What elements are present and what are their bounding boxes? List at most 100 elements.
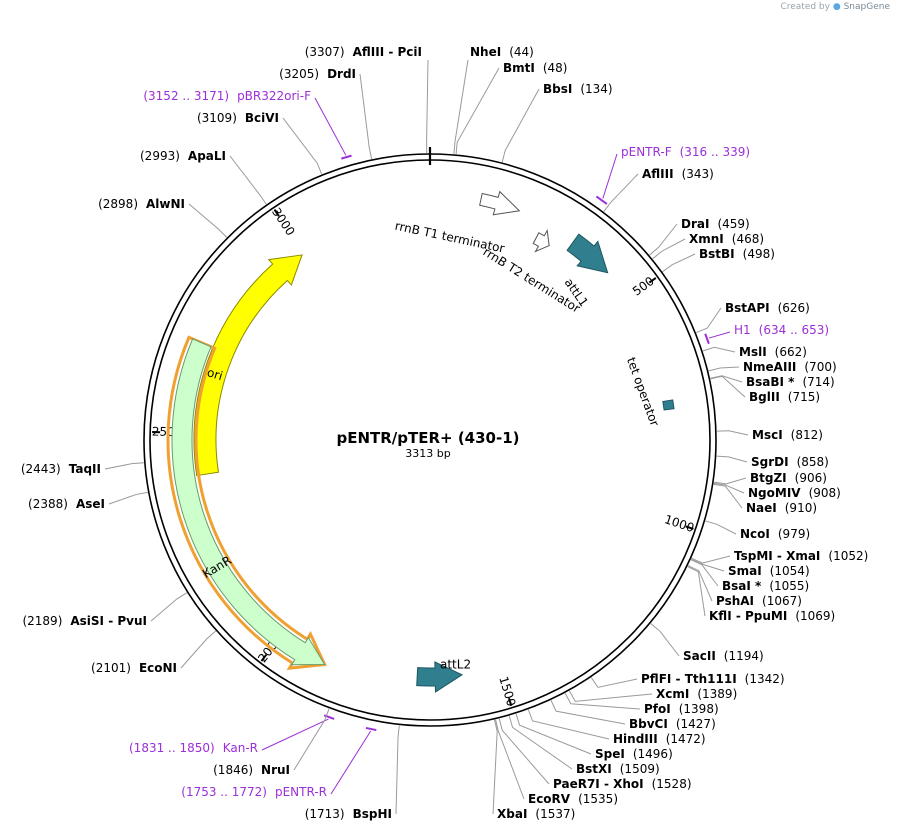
primer-pentr-f-label[interactable]: pENTR-F(316 .. 339) xyxy=(621,145,750,159)
primer-pentr-r-label[interactable]: (1753 .. 1772)pENTR-R xyxy=(181,785,327,799)
site-bstapi-coord: (626) xyxy=(778,301,810,315)
site-spei-name: SpeI xyxy=(595,747,625,761)
site-nmeaiii-leader xyxy=(708,366,740,372)
rrnb-t2-terminator-feature[interactable] xyxy=(532,229,550,253)
site-nmeaiii-label[interactable]: NmeAIII(700) xyxy=(743,360,837,374)
site-alwni-coord: (2898) xyxy=(98,197,138,211)
site-bglii-label[interactable]: BglII(715) xyxy=(749,390,820,404)
primer-h1-name: H1 xyxy=(734,323,751,337)
site-paer7i-xhoi-label[interactable]: PaeR7I - XhoI(1528) xyxy=(553,777,692,791)
site-bstxi-coord: (1509) xyxy=(620,762,660,776)
site-kfli-ppumi-label[interactable]: KflI - PpuMI(1069) xyxy=(709,609,835,623)
site-naei-coord: (910) xyxy=(785,501,817,515)
site-taqii-name: TaqII xyxy=(69,462,101,476)
site-bstbi-name: BstBI xyxy=(699,247,735,261)
site-econi-coord: (2101) xyxy=(91,661,131,675)
site-sacii-leader xyxy=(650,623,680,657)
site-btgzi-label[interactable]: BtgZI(906) xyxy=(750,471,827,485)
site-alwni-label[interactable]: (2898)AlwNI xyxy=(98,197,185,211)
site-bsphi-label[interactable]: (1713)BspHI xyxy=(305,807,392,821)
site-asei-coord: (2388) xyxy=(28,497,68,511)
site-afliii-label[interactable]: AflIII(343) xyxy=(642,167,714,181)
primer-kan-r-coord: (1831 .. 1850) xyxy=(129,741,215,755)
site-asisi-pvui-label[interactable]: (2189) AsiSI - PvuI xyxy=(22,614,147,628)
primer-h1-coord: (634 .. 653) xyxy=(759,323,829,337)
primer-h1-label[interactable]: H1 (634 .. 653) xyxy=(734,323,829,337)
site-bstapi-name: BstAPI xyxy=(725,301,770,315)
site-sacii-name: SacII xyxy=(683,649,716,663)
site-xcmi-label[interactable]: XcmI(1389) xyxy=(656,687,737,701)
site-xmni-coord: (468) xyxy=(732,232,764,246)
tick-mark xyxy=(260,654,268,662)
site-btgzi-name: BtgZI xyxy=(750,471,787,485)
primer-pbr322ori-f-leader xyxy=(314,97,347,156)
site-bsabi-label[interactable]: BsaBI *(714) xyxy=(746,375,835,389)
site-xbai-label[interactable]: XbaI(1537) xyxy=(497,807,575,821)
site-bsai-label[interactable]: BsaI *(1055) xyxy=(722,579,809,593)
site-bbsi-label[interactable]: BbsI(134) xyxy=(543,82,613,96)
tick-mark xyxy=(648,277,657,284)
site-afliii-pcii-label[interactable]: (3307)AflIII - PciI xyxy=(305,45,422,59)
primer-pbr322ori-f-label[interactable]: (3152 .. 3171)pBR322ori-F xyxy=(143,89,311,103)
site-tspmi-xmai-label[interactable]: TspMI - XmaI(1052) xyxy=(734,549,868,563)
site-pshai-label[interactable]: PshAI(1067) xyxy=(716,594,802,608)
site-bstxi-label[interactable]: BstXI(1509) xyxy=(576,762,660,776)
site-bsai-coord: (1055) xyxy=(769,579,809,593)
site-drdi-label[interactable]: (3205)DrdI xyxy=(279,67,356,81)
site-bglii-coord: (715) xyxy=(788,390,820,404)
primer-pentr-r-coord: (1753 .. 1772) xyxy=(181,785,267,799)
site-xmni-label[interactable]: XmnI(468) xyxy=(689,232,764,246)
kanr-feature[interactable] xyxy=(171,338,326,666)
site-bstapi-label[interactable]: BstAPI (626) xyxy=(725,301,810,315)
site-taqii-label[interactable]: (2443)TaqII xyxy=(21,462,101,476)
site-bcivi-label[interactable]: (3109)BciVI xyxy=(197,111,279,125)
site-bbvci-label[interactable]: BbvCI(1427) xyxy=(629,717,716,731)
site-naei-name: NaeI xyxy=(746,501,777,515)
tet-operator-feature[interactable] xyxy=(662,399,675,411)
site-nhei-coord: (44) xyxy=(509,45,534,59)
site-sgrdi-label[interactable]: SgrDI(858) xyxy=(751,455,829,469)
site-asisi-pvui-name: AsiSI - PvuI xyxy=(70,614,147,628)
site-nhei-label[interactable]: NheI(44) xyxy=(470,45,534,59)
site-sgrdi-leader xyxy=(716,455,748,463)
primer-kan-r-name: Kan-R xyxy=(223,741,258,755)
primer-kan-r-label[interactable]: (1831 .. 1850) Kan-R xyxy=(129,741,258,755)
site-apali-label[interactable]: (2993)ApaLI xyxy=(140,149,226,163)
site-drai-coord: (459) xyxy=(717,217,749,231)
tick-label: 500 xyxy=(630,274,657,299)
site-naei-label[interactable]: NaeI (910) xyxy=(746,501,817,515)
site-drai-label[interactable]: DraI(459) xyxy=(681,217,750,231)
site-bsabi-coord: (714) xyxy=(802,375,834,389)
ori-feature[interactable] xyxy=(193,254,303,477)
site-asei-label[interactable]: (2388)AseI xyxy=(28,497,105,511)
site-econi-leader xyxy=(180,630,217,669)
attl2-feature[interactable] xyxy=(416,661,464,693)
site-nrui-label[interactable]: (1846)NruI xyxy=(213,763,290,777)
site-ecorv-label[interactable]: EcoRV(1535) xyxy=(528,792,618,806)
site-sacii-label[interactable]: SacII(1194) xyxy=(683,649,764,663)
site-ncoi-label[interactable]: NcoI(979) xyxy=(740,527,810,541)
site-bsabi-leader xyxy=(710,375,743,383)
site-pfoi-label[interactable]: PfoI(1398) xyxy=(644,702,719,716)
site-afliii-leader xyxy=(603,173,639,212)
site-asisi-pvui-coord: (2189) xyxy=(22,614,62,628)
tick-label: 1500 xyxy=(496,675,518,708)
rrnb-t1-terminator-feature[interactable] xyxy=(479,190,521,216)
site-bsai-leader xyxy=(690,559,719,587)
attl1-feature[interactable] xyxy=(566,233,609,274)
primer-pbr322ori-f-mark xyxy=(341,154,352,160)
site-msci-label[interactable]: MscI(812) xyxy=(752,428,823,442)
site-msli-label[interactable]: MslI(662) xyxy=(739,345,807,359)
site-pflfi-tth111i-label[interactable]: PflFI - Tth111I(1342) xyxy=(641,672,785,686)
site-msli-leader xyxy=(702,346,736,353)
site-bstbi-label[interactable]: BstBI(498) xyxy=(699,247,775,261)
site-bmti-name: BmtI xyxy=(503,61,535,75)
site-hindiii-label[interactable]: HindIII(1472) xyxy=(613,732,706,746)
site-bcivi-name: BciVI xyxy=(245,111,279,125)
site-econi-label[interactable]: (2101)EcoNI xyxy=(91,661,177,675)
site-ngomiv-label[interactable]: NgoMIV(908) xyxy=(748,486,841,500)
site-hindiii-name: HindIII xyxy=(613,732,658,746)
site-bmti-label[interactable]: BmtI(48) xyxy=(503,61,568,75)
site-smai-label[interactable]: SmaI(1054) xyxy=(728,564,810,578)
site-spei-label[interactable]: SpeI(1496) xyxy=(595,747,673,761)
